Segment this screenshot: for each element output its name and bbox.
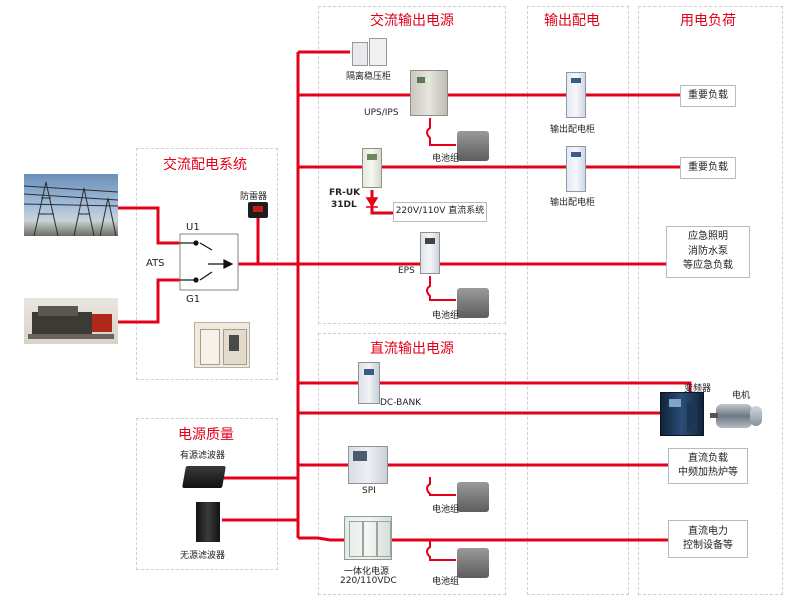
battery-integrated-icon	[457, 548, 489, 578]
generator-icon	[28, 306, 114, 339]
dc-power-line-2: 控制设备等	[683, 540, 733, 551]
integrated-line	[298, 536, 668, 542]
battery-wire-ups	[426, 118, 456, 146]
title-load: 用电负荷	[680, 13, 736, 29]
emergency-load-line-2: 消防水泵	[688, 245, 728, 257]
eps-cabinet-icon	[420, 232, 440, 274]
dc-system-box: 220V/110V 直流系统	[393, 202, 487, 222]
frame-output-distribution	[527, 6, 629, 595]
ups-cabinet-icon	[410, 70, 448, 116]
battery-spi-icon	[457, 482, 489, 512]
motor-icon	[710, 400, 764, 430]
battery-wire-integrated	[426, 540, 456, 561]
battery-eps-icon	[457, 288, 489, 318]
dcbank-label: DC-BANK	[380, 398, 422, 408]
active-filter-label: 有源滤波器	[180, 451, 226, 461]
lightning-protector-icon	[248, 202, 268, 218]
inverter-icon	[660, 392, 704, 436]
ats-switch	[179, 233, 239, 291]
battery-wire-spi	[426, 477, 456, 496]
spi-cabinet-icon	[348, 446, 388, 484]
passive-filter-icon	[196, 502, 220, 542]
active-filter-icon	[182, 466, 226, 488]
battery-spi-label: 电池组	[432, 505, 460, 515]
frame-ac-output	[318, 6, 506, 324]
motor-label: 电机	[732, 391, 751, 401]
title-power-quality: 电源质量	[178, 427, 234, 443]
important-load-box-2: 重要负载	[680, 157, 736, 179]
dc-power-box: 直流电力 控制设备等	[668, 520, 748, 558]
spi-label: SPI	[362, 486, 376, 496]
integrated-power-label-1: 一体化电源	[344, 567, 390, 577]
frame-power-quality	[136, 418, 278, 570]
fruk-cabinet-icon	[362, 148, 382, 188]
isolation-cabinet-label: 隔离稳压柜	[346, 72, 392, 82]
important-load-box-1: 重要负载	[680, 85, 736, 107]
dcbank-cabinet-icon	[358, 362, 380, 404]
generator-image	[24, 298, 118, 344]
integrated-power-icon	[344, 516, 392, 560]
dc-load-box: 直流负载 中频加热炉等	[668, 448, 748, 484]
battery-ups-label: 电池组	[432, 154, 460, 164]
dcbank-line	[298, 381, 692, 392]
distribution-panel-icon	[194, 322, 250, 368]
ups-label: UPS/IPS	[364, 108, 399, 118]
battery-ups-icon	[457, 131, 489, 161]
u1-label: U1	[186, 222, 200, 233]
output-cabinet-2-label: 输出配电柜	[550, 198, 596, 208]
output-cabinet-1-icon	[566, 72, 586, 118]
u1-feed	[118, 206, 180, 245]
emergency-load-line-1: 应急照明	[688, 231, 728, 243]
emergency-load-line-3: 等应急负载	[683, 260, 733, 272]
passive-filter-label: 无源滤波器	[180, 551, 226, 561]
diode-symbol	[365, 197, 379, 208]
substation-image	[24, 174, 118, 236]
output-cabinet-1-label: 输出配电柜	[550, 125, 596, 135]
frame-load	[638, 6, 783, 595]
title-output-distribution: 输出配电	[544, 13, 600, 29]
fruk-label: FR-UK	[329, 188, 361, 198]
dc-load-line-1: 直流负载	[688, 452, 728, 464]
lightning-protector-label: 防雷器	[240, 192, 268, 202]
dc-power-line-1: 直流电力	[688, 525, 728, 537]
emergency-load-box: 应急照明 消防水泵 等应急负载	[666, 226, 750, 278]
isolation-cabinet-icon	[352, 38, 388, 66]
title-ac-distribution: 交流配电系统	[163, 157, 247, 173]
battery-wire-eps	[426, 276, 456, 301]
transmission-tower-icon	[24, 181, 118, 236]
battery-eps-label: 电池组	[432, 311, 460, 321]
integrated-power-label-2: 220/110VDC	[340, 576, 397, 586]
model-31dl-label: 31DL	[331, 200, 357, 210]
battery-integrated-label: 电池组	[432, 577, 460, 587]
inverter-label: 变频器	[684, 384, 712, 394]
ats-label: ATS	[146, 258, 165, 269]
g1-feed	[118, 278, 180, 324]
title-dc-output: 直流输出电源	[370, 341, 454, 357]
output-cabinet-2-icon	[566, 146, 586, 192]
title-ac-output: 交流输出电源	[370, 13, 454, 29]
dc-load-line-2: 中频加热炉等	[678, 467, 738, 478]
g1-label: G1	[186, 294, 201, 305]
eps-label: EPS	[398, 266, 415, 276]
